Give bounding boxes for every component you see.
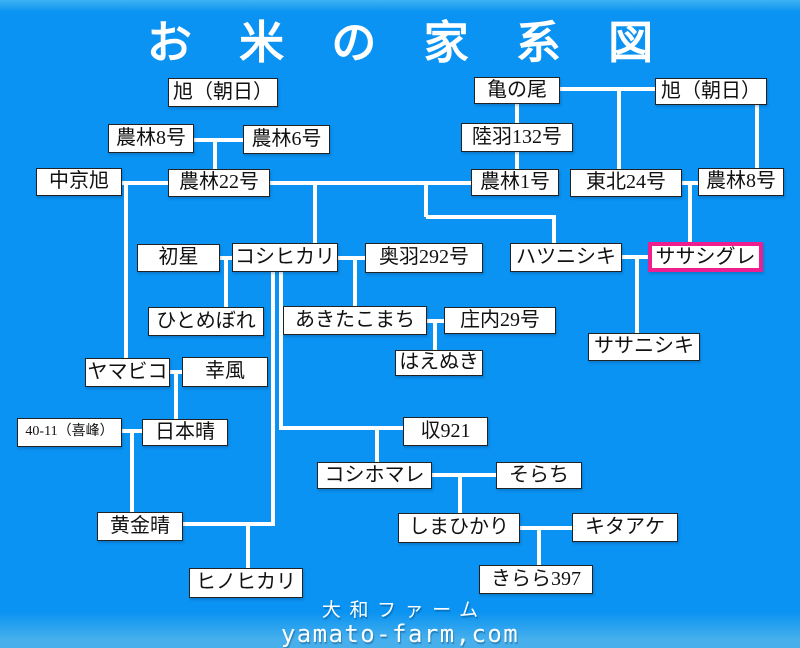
node-haenuki: はえぬき <box>395 350 483 376</box>
node-norin8-left: 農林8号 <box>108 124 194 153</box>
node-ougonbare: 黄金晴 <box>97 512 183 541</box>
connector-line <box>688 181 692 242</box>
page-title: お米の家系図 <box>146 17 701 68</box>
connector-line <box>515 104 519 123</box>
connector-line <box>246 522 250 568</box>
footer-url: yamato-farm,com <box>280 620 520 648</box>
node-hitomebore: ひとめぼれ <box>148 307 264 336</box>
connector-line <box>194 138 243 142</box>
connector-line <box>458 473 462 513</box>
connector-line <box>130 429 134 512</box>
connector-line <box>375 426 379 462</box>
node-koshihomare: コシホマレ <box>317 462 432 489</box>
connector-line <box>174 370 178 419</box>
node-okuu292: 奥羽292号 <box>365 243 483 273</box>
node-asahi-asahi-right: 旭（朝日） <box>655 78 767 105</box>
connector-line <box>635 255 639 333</box>
node-shu921: 収921 <box>403 417 488 446</box>
connector-line <box>353 256 357 306</box>
node-nipponbare: 日本晴 <box>142 419 228 446</box>
node-norin1: 農林1号 <box>471 169 559 196</box>
connector-line <box>552 215 556 243</box>
node-sasanishiki: ササニシキ <box>588 333 700 361</box>
node-chukyo-asahi: 中京旭 <box>36 168 122 196</box>
connector-line <box>279 272 283 430</box>
node-koshihikari: コシヒカリ <box>232 243 338 272</box>
connector-line <box>515 152 519 169</box>
node-kiho-40-11: 40-11（喜峰） <box>17 418 122 447</box>
node-kitaake: キタアケ <box>572 513 678 542</box>
connector-line <box>537 526 541 565</box>
footer-brand: 大和ファーム <box>321 599 487 621</box>
connector-line <box>213 138 217 169</box>
node-norin6: 農林6号 <box>243 125 330 154</box>
node-tohoku24: 東北24号 <box>570 169 682 197</box>
footer: 大和ファーム yamato-farm,com <box>280 599 520 648</box>
node-sasashigure: ササシグレ <box>648 242 763 272</box>
node-kamenoo: 亀の尾 <box>474 77 560 104</box>
node-koufuu: 幸風 <box>182 357 268 387</box>
connector-line <box>432 473 496 477</box>
connector-line <box>520 526 572 530</box>
connector-line <box>617 87 621 169</box>
connector-line <box>122 181 168 185</box>
connector-line <box>755 105 759 168</box>
connector-line <box>313 181 317 243</box>
node-kirara397: きらら397 <box>479 565 593 594</box>
node-hatsuboshi: 初星 <box>137 244 220 272</box>
node-shimahikari: しまひかり <box>398 513 520 543</box>
connector-line <box>224 256 228 307</box>
node-asahi-asahi-left: 旭（朝日） <box>168 78 278 107</box>
connector-line <box>183 522 275 526</box>
node-sorachi: そらち <box>496 462 582 489</box>
connector-line <box>271 272 275 526</box>
node-rikuu132: 陸羽132号 <box>461 123 573 152</box>
connector-line <box>338 256 365 260</box>
node-shonai29: 庄内29号 <box>444 307 556 334</box>
node-norin8-right: 農林8号 <box>698 168 784 196</box>
connector-line <box>279 426 405 430</box>
connector-line <box>424 181 428 217</box>
connector-line <box>124 181 128 358</box>
connector-line <box>560 87 655 91</box>
node-yamabiko: ヤマビコ <box>85 358 170 387</box>
node-akitakomachi: あきたこまち <box>283 306 427 335</box>
connector-line <box>270 181 471 185</box>
connector-line <box>426 215 556 219</box>
node-hinohikari: ヒノヒカリ <box>189 568 303 598</box>
node-norin22: 農林22号 <box>168 169 270 197</box>
node-hatsunishiki: ハツニシキ <box>510 243 622 272</box>
connector-line <box>433 319 437 350</box>
